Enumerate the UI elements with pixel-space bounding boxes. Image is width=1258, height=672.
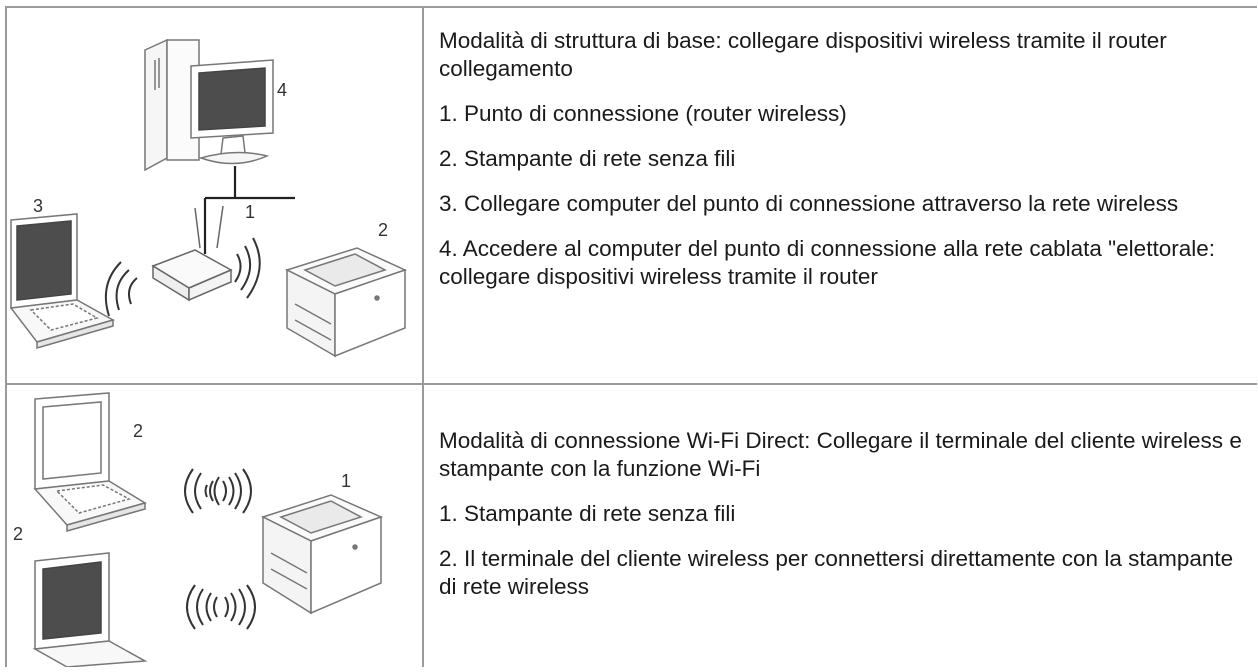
callout-1-label: 1 xyxy=(341,471,351,491)
printer-icon xyxy=(285,247,408,358)
paragraph-item-2: 2. Stampante di rete senza fili xyxy=(439,146,736,171)
laptop-icon xyxy=(33,392,147,532)
wifi-direct-figure: 2 2 xyxy=(5,385,422,668)
paragraph-item-4: 4. Accedere al computer del punto di con… xyxy=(439,236,1215,289)
paragraph-item-1: 1. Stampante di rete senza fili xyxy=(439,501,736,526)
infrastructure-mode-description: Modalità di struttura di base: collegare… xyxy=(439,27,1254,308)
wireless-signal-icon xyxy=(186,584,256,630)
wireless-signal-icon xyxy=(184,468,252,514)
table-border-top xyxy=(5,6,1257,8)
callout-3-label: 3 xyxy=(33,196,43,216)
router-icon xyxy=(151,205,233,302)
paragraph-heading: Modalità di connessione Wi-Fi Direct: Co… xyxy=(439,428,1242,481)
callout-2-label: 2 xyxy=(13,524,23,544)
paragraph-item-3: 3. Collegare computer del punto di conne… xyxy=(439,191,1179,216)
wireless-signal-icon xyxy=(105,261,138,317)
desktop-computer-icon xyxy=(144,38,274,172)
paragraph-heading: Modalità di struttura di base: collegare… xyxy=(439,28,1167,81)
table-row-divider xyxy=(5,383,1257,385)
callout-2-label: 2 xyxy=(378,220,388,240)
paragraph-item-1: 1. Punto di connessione (router wireless… xyxy=(439,101,847,126)
paragraph-item-2: 2. Il terminale del cliente wireless per… xyxy=(439,546,1234,599)
laptop-icon xyxy=(9,213,115,349)
table-column-divider xyxy=(422,6,424,667)
wireless-signal-icon xyxy=(234,237,261,299)
printer-icon xyxy=(261,494,384,615)
callout-2-label: 2 xyxy=(133,421,143,441)
callout-1-label: 1 xyxy=(245,202,255,222)
table-border-left xyxy=(5,6,7,667)
laptop-icon xyxy=(32,552,148,668)
network-cable xyxy=(203,166,295,254)
wifi-direct-description: Modalità di connessione Wi-Fi Direct: Co… xyxy=(439,427,1254,618)
infrastructure-mode-figure: 4 1 xyxy=(5,8,422,383)
callout-4-label: 4 xyxy=(277,80,287,100)
document-table: 4 1 xyxy=(5,6,1257,668)
